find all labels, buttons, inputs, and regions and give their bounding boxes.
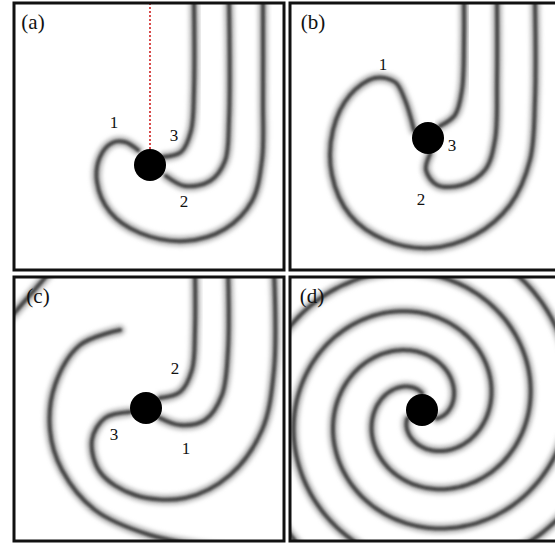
panel-label: (b)	[301, 12, 326, 33]
callout-number: 3	[110, 426, 119, 443]
panel-label: (c)	[26, 286, 49, 307]
callout-number: 2	[180, 193, 189, 210]
wave-halo	[92, 277, 276, 500]
obstacle-disk	[130, 392, 162, 424]
wave-panel	[330, 3, 535, 248]
wave-front	[290, 277, 555, 542]
wave-front	[160, 277, 195, 398]
wave-panel	[97, 3, 264, 241]
wave-front	[50, 330, 220, 542]
wave-halo	[163, 3, 194, 157]
obstacle-disk	[406, 394, 438, 426]
callout-number: 1	[182, 440, 191, 457]
wave-halo	[290, 277, 555, 542]
obstacle-disk	[412, 122, 444, 154]
wave-front	[330, 3, 535, 248]
wave-halo	[440, 3, 464, 126]
wave-front	[97, 3, 264, 241]
wave-front	[426, 3, 497, 187]
panel-frame	[290, 277, 555, 541]
wave-panel	[14, 277, 275, 542]
wave-halo	[330, 3, 535, 248]
wave-halo	[97, 3, 264, 241]
wave-halo	[14, 277, 50, 318]
wave-halo	[426, 3, 497, 187]
panel-frame	[14, 3, 284, 270]
wave-front	[440, 3, 464, 126]
callout-number: 2	[417, 191, 426, 208]
panel-label: (d)	[300, 286, 325, 307]
wave-front	[160, 277, 229, 425]
callout-number: 3	[448, 137, 457, 154]
wave-halo	[160, 277, 195, 398]
obstacle-disk	[134, 149, 166, 181]
wave-halo	[50, 330, 220, 542]
reference-line	[149, 4, 151, 149]
wave-panel	[290, 277, 555, 542]
callout-number: 2	[171, 360, 180, 377]
callout-number: 3	[170, 127, 179, 144]
wave-front	[163, 3, 194, 157]
panel-frame	[14, 277, 284, 541]
wave-front	[14, 277, 50, 318]
callout-number: 1	[379, 56, 388, 73]
wave-front	[92, 277, 276, 500]
panel-frame	[290, 3, 555, 270]
panel-label: (a)	[21, 12, 44, 33]
callout-number: 1	[110, 114, 119, 131]
wave-halo	[160, 277, 229, 425]
